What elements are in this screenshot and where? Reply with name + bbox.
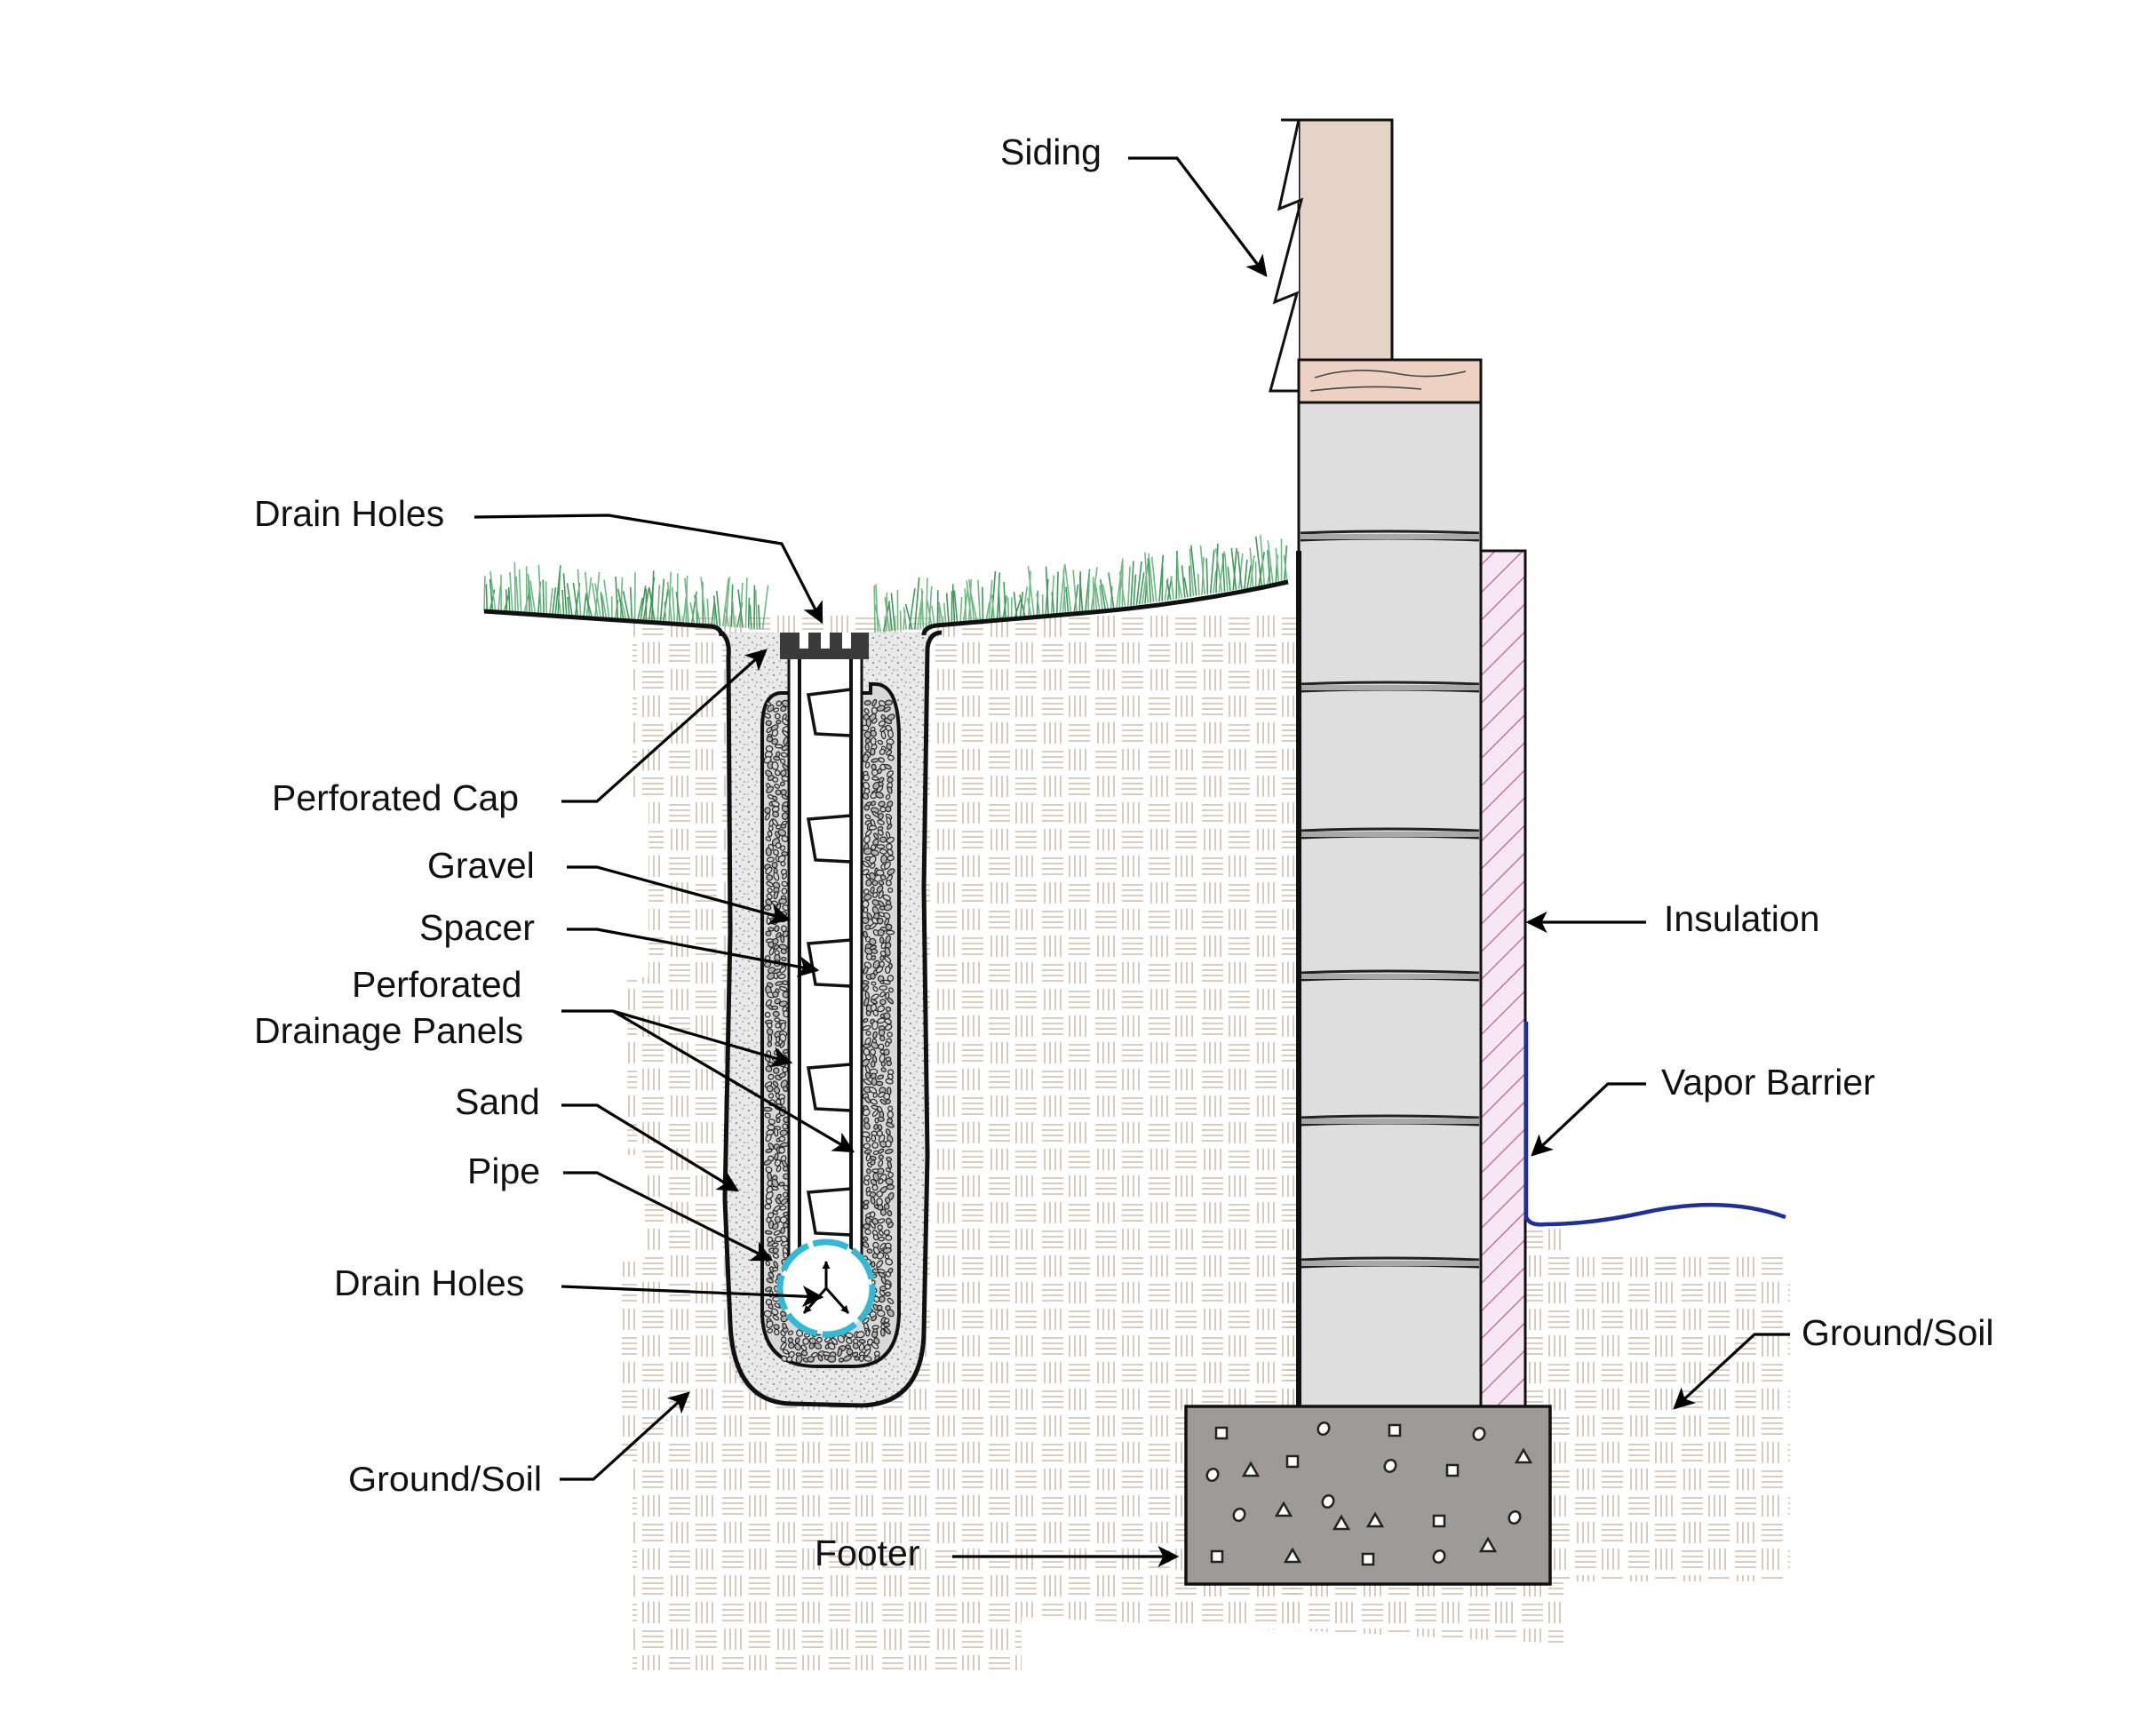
label-pipe: Pipe	[467, 1151, 540, 1191]
leader-siding	[1128, 156, 1268, 277]
footer-aggregate	[1205, 1421, 1533, 1566]
callouts: Siding Drain Holes Perforated Cap Gravel…	[254, 131, 1994, 1573]
label-drain-holes-top: Drain Holes	[254, 493, 444, 534]
ground-line-left	[483, 609, 724, 637]
sill-plate	[1297, 358, 1483, 404]
leader-pipe	[563, 1171, 774, 1262]
ground-line-right	[921, 579, 1289, 636]
perforated-cap	[780, 633, 869, 659]
leader-spacer	[567, 928, 820, 977]
siding-board	[1297, 118, 1394, 362]
label-spacer: Spacer	[419, 907, 535, 948]
leader-ground-soil-right	[1673, 1333, 1790, 1410]
mortar-joints	[1300, 530, 1480, 1269]
leader-gravel	[567, 865, 792, 925]
siding-break	[1269, 118, 1304, 393]
leader-sand	[561, 1103, 740, 1192]
label-gravel: Gravel	[427, 845, 535, 886]
label-drain-holes-bottom: Drain Holes	[334, 1262, 524, 1303]
ground-soil	[480, 582, 1794, 1679]
label-perforated-line2: Drainage Panels	[254, 1010, 523, 1051]
gravel-stones	[763, 698, 895, 1364]
label-perforated-line1: Perforated	[352, 964, 521, 1005]
label-sand: Sand	[455, 1081, 540, 1122]
insulation	[1479, 549, 1527, 1408]
label-ground-soil-right: Ground/Soil	[1802, 1312, 1994, 1353]
label-perforated-cap: Perforated Cap	[272, 777, 519, 818]
label-siding: Siding	[1000, 131, 1102, 172]
leader-perforated-panels-2	[612, 1009, 855, 1153]
concrete-block-wall	[1297, 401, 1483, 1408]
vapor-barrier	[1523, 1022, 1786, 1227]
spacers	[806, 688, 853, 1237]
drain-trench	[720, 630, 943, 1408]
label-ground-soil-left: Ground/Soil	[348, 1461, 542, 1499]
leader-perforated-cap	[561, 649, 768, 803]
label-footer: Footer	[815, 1533, 920, 1573]
leader-ground-soil-left	[560, 1391, 690, 1481]
grass	[483, 534, 1288, 633]
label-insulation: Insulation	[1664, 898, 1820, 939]
foundation-wall	[1184, 118, 1786, 1586]
leader-vapor-barrier	[1531, 1082, 1646, 1157]
leader-drain-holes-bottom	[561, 1285, 824, 1308]
label-vapor-barrier: Vapor Barrier	[1661, 1062, 1875, 1103]
leader-drain-holes-top	[473, 514, 823, 625]
